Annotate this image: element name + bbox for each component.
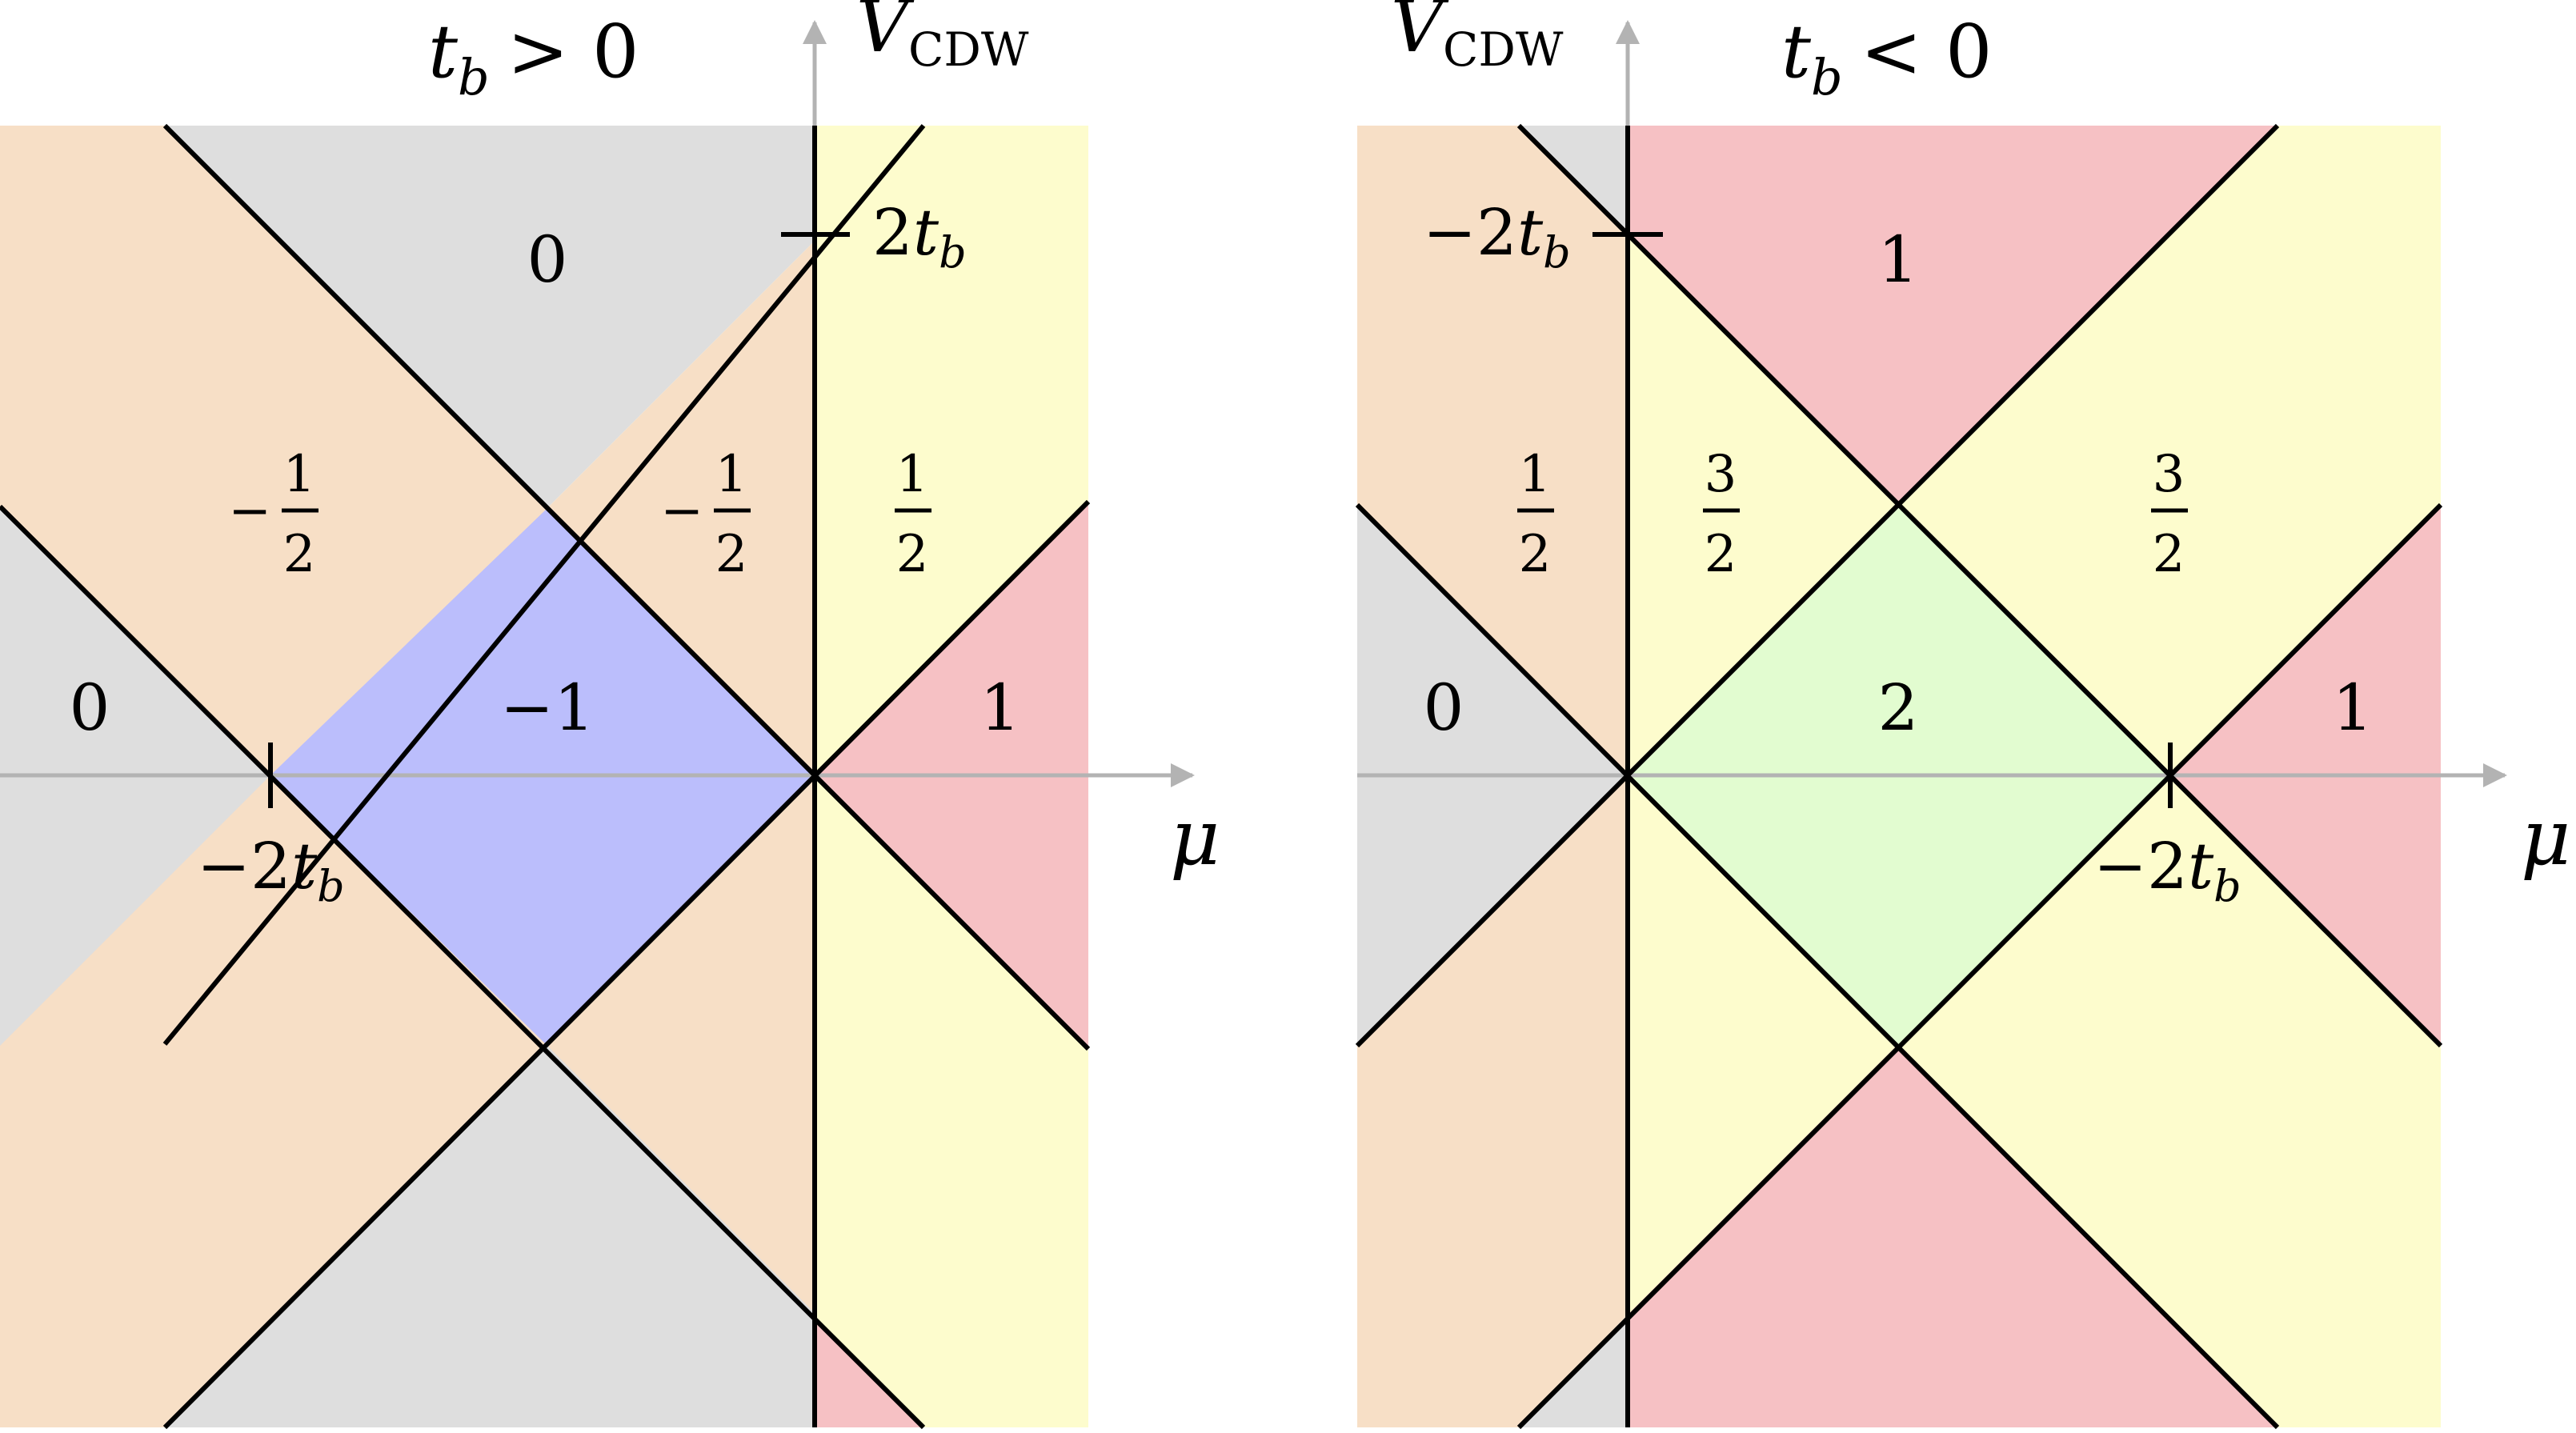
right-boundary-4	[1516, 502, 2443, 1430]
left-region-bottom-gray	[165, 1044, 815, 1427]
right-fraction-3: 3 2	[2151, 445, 2188, 584]
right-boundary-1	[1516, 123, 2443, 1048]
right-vcdw-label: VCDW	[1391, 0, 1564, 77]
right-fraction-1-den: 2	[1519, 525, 1552, 584]
left-panel: tb> 0 VCDW μ 2tb −2tb 0 0 1 −1 − 1 2 − 1	[0, 0, 1220, 1430]
right-region-top-red	[1628, 126, 2278, 505]
right-fraction-3-num: 3	[2153, 445, 2185, 504]
right-fraction-2: 3 2	[1703, 445, 1740, 584]
right-region-label-right: 1	[2333, 670, 2374, 745]
right-fraction-3-den: 2	[2153, 525, 2185, 584]
left-tick-horizontal-label: −2tb	[197, 829, 345, 911]
right-boundary-2	[1355, 123, 2280, 1048]
left-region-label-left: 0	[70, 670, 110, 745]
left-vcdw-label: VCDW	[856, 0, 1029, 77]
right-boundary-3	[1355, 502, 2280, 1430]
right-fraction-2-den: 2	[1705, 525, 1737, 584]
right-region-label-diamond: 2	[1878, 670, 1919, 745]
left-ticks	[268, 232, 850, 808]
right-panel: VCDW tb< 0 μ −2tb −2tb 1 0 2 1 1 2 3 2	[1355, 0, 2570, 1430]
right-tick-horizontal-label: −2tb	[2093, 829, 2241, 911]
left-fraction-2: − 1 2	[660, 445, 751, 584]
right-region-bottom-red	[1628, 1044, 2278, 1427]
right-fraction-2-num: 3	[1705, 445, 1737, 504]
right-fraction-1-num: 1	[1519, 445, 1552, 504]
left-boundary-3	[0, 504, 926, 1430]
left-fraction-3-num: 1	[896, 445, 929, 504]
left-fraction-3-den: 2	[896, 525, 929, 584]
right-tick-vertical-label: −2tb	[1423, 195, 1571, 278]
left-tick-vertical-label: 2tb	[872, 195, 967, 278]
right-phase-boundaries	[1355, 123, 2443, 1430]
left-fraction-1-num: 1	[283, 445, 316, 504]
left-title: tb> 0	[428, 9, 639, 106]
left-fraction-2-den: 2	[715, 525, 748, 584]
left-region-label-right: 1	[980, 670, 1021, 745]
left-region-top-gray	[165, 126, 815, 510]
left-mu-label: μ	[1170, 793, 1220, 883]
left-fraction-2-sign: −	[660, 482, 703, 541]
left-fraction-1-sign: −	[228, 482, 271, 541]
right-region-label-left: 0	[1424, 670, 1464, 745]
left-phase-boundaries	[0, 123, 1091, 1430]
left-boundary-2	[162, 124, 926, 1046]
right-ticks	[1592, 232, 2173, 808]
right-region-label-top: 1	[1878, 222, 1919, 297]
left-fraction-2-num: 1	[715, 445, 748, 504]
right-title: tb< 0	[1781, 9, 1993, 106]
right-mu-label: μ	[2521, 793, 2570, 883]
left-region-label-diamond: −1	[500, 670, 595, 745]
left-region-label-top: 0	[527, 222, 568, 297]
right-fraction-1: 1 2	[1517, 445, 1554, 584]
left-fraction-1-den: 2	[283, 525, 316, 584]
left-boundary-4	[162, 499, 1091, 1430]
left-fraction-3: 1 2	[895, 445, 931, 584]
left-boundary-1	[162, 123, 1091, 1051]
left-fraction-1: − 1 2	[228, 445, 318, 584]
